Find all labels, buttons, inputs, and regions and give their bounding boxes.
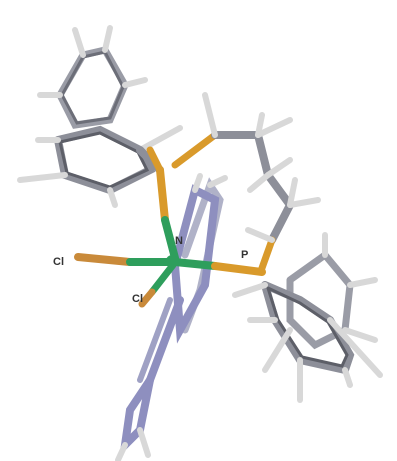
upper-phenyl-ring-back <box>37 25 148 129</box>
label-p: P <box>241 249 248 261</box>
ring-bonds-front <box>171 184 220 344</box>
ring-hydrogens <box>322 232 378 343</box>
label-cl-bottom: Cl <box>132 293 143 305</box>
aryl-stem <box>146 296 184 384</box>
ring-hydrogens <box>232 282 383 403</box>
coordination-bonds <box>74 146 266 308</box>
chain-hydrogens <box>202 92 321 243</box>
metal-to-n <box>161 216 179 262</box>
metal-center <box>166 255 178 267</box>
label-n: N <box>175 235 183 247</box>
ring-hydrogens <box>17 125 183 208</box>
ring-bonds <box>261 281 355 375</box>
pyridine-hydrogens <box>115 173 228 461</box>
metal-to-cl-bottom <box>148 261 177 296</box>
p-upper-stub <box>146 146 164 174</box>
ring-bonds-shadow <box>266 286 349 368</box>
lower-phenyl-ring-back <box>286 232 378 350</box>
metal-to-p <box>171 258 219 270</box>
label-cl-top: Cl <box>53 256 64 268</box>
cl-bottom-tail <box>138 288 156 308</box>
metal-to-cl-left <box>74 253 134 266</box>
aryl-stem-2 <box>137 297 173 383</box>
alkyl-chain <box>171 92 321 272</box>
ring-hydrogens <box>37 25 148 98</box>
p-upper-to-metal <box>156 166 169 224</box>
lower-phenyl-ring-front <box>232 281 383 403</box>
pyridine-ring <box>115 173 228 461</box>
p-bond <box>211 262 266 276</box>
